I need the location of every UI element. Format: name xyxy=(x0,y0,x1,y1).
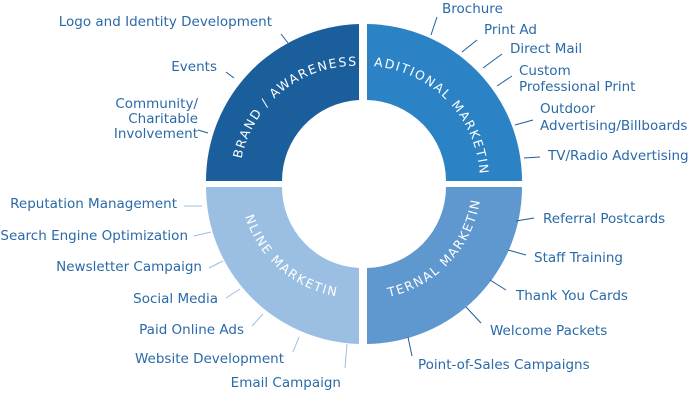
traditional-item-direct-mail: Direct Mail xyxy=(510,41,582,57)
leader-line xyxy=(461,39,478,53)
leader-line xyxy=(344,343,348,369)
traditional-item-outdoor-line1: Outdoor xyxy=(540,101,596,117)
traditional-item-tv-radio: TV/Radio Advertising xyxy=(547,148,689,164)
internal-item-thank-you-cards: Thank You Cards xyxy=(515,288,628,304)
online-item-reputation: Reputation Management xyxy=(10,196,177,212)
online-item-newsletter: Newsletter Campaign xyxy=(56,259,202,275)
traditional-item-custom-print-line2: Professional Print xyxy=(519,79,635,95)
leaders-traditional xyxy=(430,16,541,159)
internal-item-staff-training: Staff Training xyxy=(534,250,623,266)
traditional-item-brochure: Brochure xyxy=(442,1,503,17)
leader-line xyxy=(523,156,541,159)
leader-line xyxy=(193,231,212,237)
leader-line xyxy=(465,306,482,324)
leader-line xyxy=(489,279,507,291)
quadrant-online xyxy=(205,187,359,344)
internal-item-referral-postcards: Referral Postcards xyxy=(543,211,665,227)
leader-line xyxy=(482,53,503,69)
brand-item-community-line3: Involvement xyxy=(114,126,198,142)
leaders-brand xyxy=(197,33,289,134)
leader-line xyxy=(292,336,300,353)
online-item-website: Website Development xyxy=(135,351,284,367)
leader-line xyxy=(225,71,235,79)
traditional-item-print-ad: Print Ad xyxy=(484,22,537,38)
leader-line xyxy=(280,33,289,44)
leader-line xyxy=(197,129,209,134)
online-item-social-media: Social Media xyxy=(133,291,218,307)
leaders-internal xyxy=(407,217,535,357)
leaders-online xyxy=(184,205,348,369)
leader-line xyxy=(225,288,241,299)
brand-item-events: Events xyxy=(171,59,217,75)
internal-item-welcome-packets: Welcome Packets xyxy=(490,323,607,339)
leader-line xyxy=(430,16,438,36)
leader-line xyxy=(251,313,264,327)
leader-line xyxy=(515,217,535,222)
leader-line xyxy=(514,119,534,126)
brand-item-community-line2: Charitable xyxy=(128,111,198,127)
leader-line xyxy=(407,336,413,357)
internal-item-point-of-sales: Point-of-Sales Campaigns xyxy=(418,357,590,373)
brand-item-logo-identity: Logo and Identity Development xyxy=(59,14,272,30)
leader-line xyxy=(507,249,527,256)
online-item-seo: Search Engine Optimization xyxy=(0,228,188,244)
brand-item-community-line1: Community/ xyxy=(115,96,198,112)
traditional-item-custom-print-line1: Custom xyxy=(519,63,571,79)
online-item-paid-ads: Paid Online Ads xyxy=(139,322,244,338)
quadrant-traditional xyxy=(367,24,522,181)
quadrant-internal xyxy=(367,187,522,344)
leader-line xyxy=(496,75,513,87)
online-item-email: Email Campaign xyxy=(231,375,341,391)
traditional-item-outdoor-line2: Advertising/Billboards xyxy=(540,118,687,134)
leader-line xyxy=(208,260,224,269)
quadrant-brand xyxy=(205,24,359,181)
